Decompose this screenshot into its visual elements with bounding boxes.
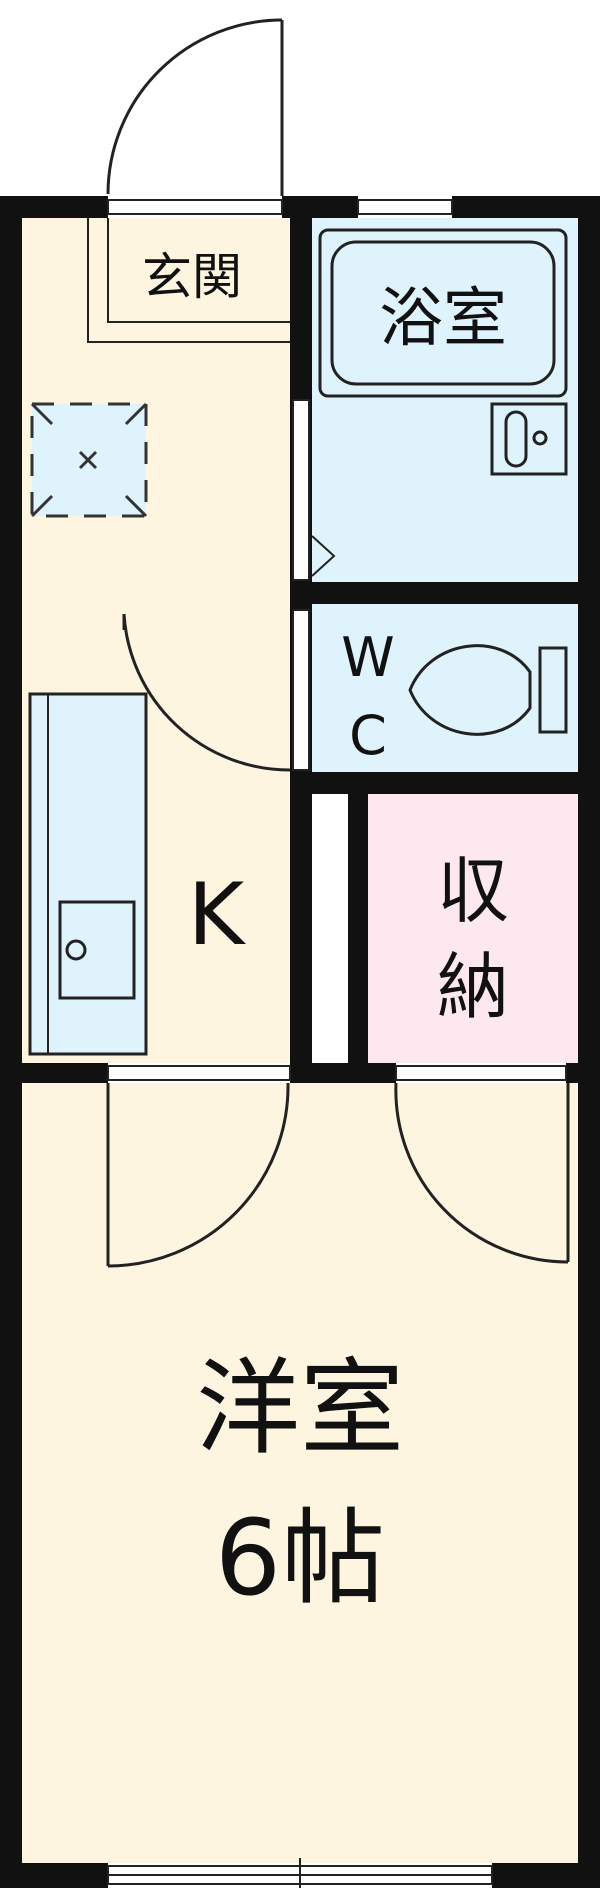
wall-kitchen-room-left [0, 1063, 108, 1083]
kitchen-door-swing [122, 613, 291, 772]
wall-closet-divider [348, 794, 368, 1063]
toilet-bowl [408, 644, 532, 736]
storage-door-opening [395, 1065, 567, 1081]
front-door-swing [106, 18, 283, 195]
toilet-tank [538, 646, 568, 734]
wall-wc-storage [290, 772, 578, 794]
genkan-step [87, 218, 290, 343]
bath-fixture-knob [532, 430, 548, 446]
outer-wall-bottom-left [0, 1863, 108, 1888]
storage-unit-x [78, 450, 98, 470]
bath-door-mark [311, 535, 336, 577]
outer-wall-top-right [452, 196, 600, 218]
room-size-label: 6帖 [215, 1497, 385, 1619]
bath-door-opening [292, 399, 310, 581]
western-room-label: 洋室 [196, 1347, 404, 1469]
room-door-swing [107, 1082, 290, 1268]
outer-wall-right [578, 196, 600, 1888]
bath-fixture [490, 402, 568, 476]
storage-label-2: 納 [437, 945, 509, 1029]
outer-wall-left [0, 196, 22, 1888]
storage-unit-diag [30, 494, 54, 518]
genkan-label: 玄関 [142, 248, 242, 306]
wc-label-w: W [341, 626, 394, 689]
kitchen-sink [58, 900, 136, 1000]
storage-unit-diag [124, 402, 148, 426]
wc-door-opening [292, 609, 310, 771]
sink-drain [65, 939, 87, 961]
bathtub-inner [330, 240, 556, 386]
wc-label-c: C [349, 704, 387, 767]
closet-gap [312, 794, 348, 1063]
bath-window [357, 199, 453, 215]
storage-door-swing [394, 1082, 569, 1264]
outer-wall-top-mid [282, 196, 358, 218]
bath-label: 浴室 [379, 282, 507, 356]
room-door-opening [107, 1065, 291, 1081]
western-room-floor [22, 1083, 578, 1863]
storage-unit-diag [30, 402, 54, 426]
outer-wall-top-left [0, 196, 108, 218]
wall-kitchen-room-right [566, 1063, 600, 1083]
outer-wall-bottom-right [492, 1863, 600, 1888]
bath-fixture-inner [504, 410, 528, 468]
storage-label-1: 収 [437, 849, 509, 933]
storage-unit-diag [124, 494, 148, 518]
wall-bath-wc [290, 582, 578, 604]
wall-kitchen-room-mid [290, 1063, 396, 1083]
front-door-opening [107, 199, 283, 215]
storage-floor [368, 794, 578, 1063]
kitchen-label: K [188, 865, 247, 965]
genkan-step-inner [107, 218, 290, 323]
